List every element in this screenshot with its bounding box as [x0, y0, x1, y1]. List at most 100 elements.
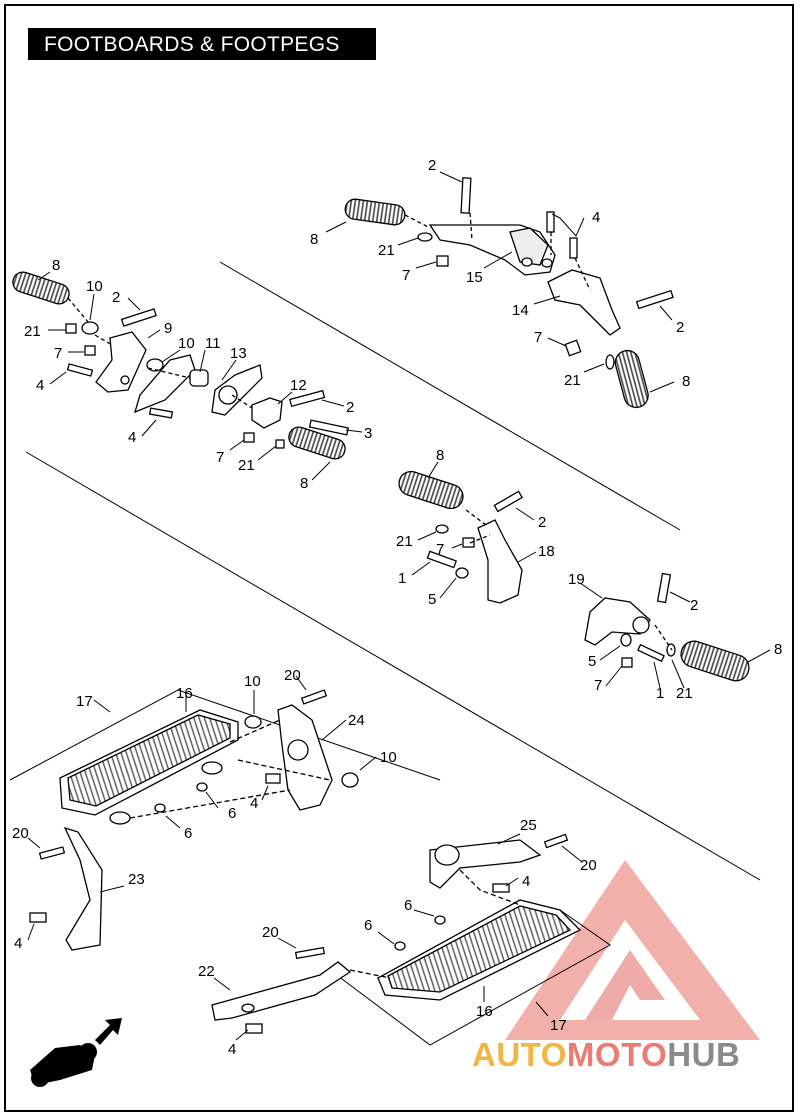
footpeg-rubber-8c — [12, 271, 70, 305]
callout-21: 21 — [378, 242, 395, 259]
bolt-2e — [493, 490, 524, 513]
nut-7f — [621, 657, 633, 668]
watermark-logo — [505, 860, 760, 1040]
callout-16: 16 — [476, 1003, 493, 1020]
callout-10: 10 — [380, 749, 397, 766]
callout-4: 4 — [14, 935, 22, 952]
callout-8: 8 — [310, 231, 318, 248]
callout-21: 21 — [24, 323, 41, 340]
callout-6: 6 — [364, 917, 372, 934]
bolt-2d — [289, 389, 326, 408]
footpeg-mount-9 — [95, 331, 147, 393]
bushing-10d — [341, 772, 359, 788]
callout-10: 10 — [244, 673, 261, 690]
callout-labels: 2 4 8 21 7 15 14 2 7 21 8 8 10 2 21 9 7 … — [12, 157, 782, 1058]
callout-4: 4 — [36, 377, 44, 394]
callout-17: 17 — [550, 1017, 567, 1034]
washer-21f — [666, 643, 676, 657]
callout-21: 21 — [564, 372, 581, 389]
washer-5b — [620, 633, 632, 647]
callout-2: 2 — [112, 289, 120, 306]
callout-2: 2 — [690, 597, 698, 614]
callout-2: 2 — [346, 399, 354, 416]
washer-21b — [605, 354, 615, 370]
callout-14: 14 — [512, 302, 529, 319]
callout-7: 7 — [436, 541, 444, 558]
footboard-pad-16b — [387, 905, 572, 993]
bolt-2f — [656, 572, 672, 604]
callout-7: 7 — [216, 449, 224, 466]
footpeg-rubber-8d — [288, 426, 346, 460]
diagram-frame — [4, 4, 794, 1112]
bolt-2b — [635, 289, 674, 310]
callout-23: 23 — [128, 871, 145, 888]
callout-15: 15 — [466, 269, 483, 286]
callout-5: 5 — [428, 591, 436, 608]
support-arm-22 — [211, 961, 352, 1021]
callout-6: 6 — [404, 897, 412, 914]
callout-1: 1 — [398, 570, 406, 587]
screw-4e — [29, 912, 47, 923]
callout-25: 25 — [520, 817, 537, 834]
callout-4: 4 — [592, 209, 600, 226]
callout-8: 8 — [300, 475, 308, 492]
screw-4g — [245, 1023, 263, 1034]
callout-22: 22 — [198, 963, 215, 980]
callout-5: 5 — [588, 653, 596, 670]
callout-20: 20 — [262, 924, 279, 941]
passenger-footpeg-assembly-left — [12, 271, 349, 460]
callout-20: 20 — [284, 667, 301, 684]
washer-5 — [455, 567, 469, 579]
footpeg-mount-19 — [584, 597, 651, 646]
callout-8: 8 — [436, 447, 444, 464]
screw-20a — [300, 689, 328, 705]
callout-10: 10 — [86, 278, 103, 295]
screw-20c — [543, 833, 569, 849]
callout-19: 19 — [568, 571, 585, 588]
callout-4: 4 — [250, 795, 258, 812]
callout-7: 7 — [54, 345, 62, 362]
callout-8: 8 — [682, 373, 690, 390]
nut-6b — [154, 803, 166, 813]
callout-20: 20 — [580, 857, 597, 874]
footpeg-rubber-8f — [680, 640, 750, 682]
bolt-3 — [308, 419, 349, 436]
spacer-11 — [189, 369, 209, 387]
bolt-1 — [426, 550, 458, 569]
support-arm-23 — [63, 826, 103, 951]
link-11 — [133, 354, 196, 414]
washer-21c — [65, 323, 77, 334]
screw-4f — [492, 883, 510, 893]
page-title: FOOTBOARDS & FOOTPEGS — [28, 28, 376, 60]
screw-4b — [569, 237, 578, 259]
footpeg-bracket-18 — [477, 519, 523, 604]
footpeg-rubber-8b — [614, 349, 649, 409]
bolt-2c — [120, 308, 157, 327]
screw-4h — [265, 773, 281, 784]
nut-7b — [564, 339, 582, 357]
nut-7c — [84, 345, 96, 356]
footboard-assembly-right — [211, 833, 611, 1046]
callout-16: 16 — [176, 685, 193, 702]
callout-2: 2 — [538, 514, 546, 531]
footboard-pad-16 — [67, 714, 231, 807]
callout-1: 1 — [656, 685, 664, 702]
leader-lines — [27, 171, 771, 1041]
bolt-2 — [460, 177, 472, 214]
callout-18: 18 — [538, 543, 555, 560]
watermark-wordmark: AUTOMOTOHUB — [472, 1036, 741, 1073]
footpeg-mount-14 — [547, 269, 621, 336]
callout-2: 2 — [428, 157, 436, 174]
callout-8: 8 — [52, 257, 60, 274]
washer-21 — [417, 232, 433, 242]
bushing-10b — [146, 358, 164, 372]
section-dividers — [25, 261, 761, 881]
callout-21: 21 — [676, 685, 693, 702]
screw-4d — [148, 407, 174, 419]
washer-21e — [435, 524, 449, 534]
callout-11: 11 — [205, 335, 221, 352]
callout-7: 7 — [402, 267, 410, 284]
nut-6c — [434, 915, 446, 925]
clevis-12 — [251, 397, 283, 429]
nut-6a — [196, 782, 208, 792]
